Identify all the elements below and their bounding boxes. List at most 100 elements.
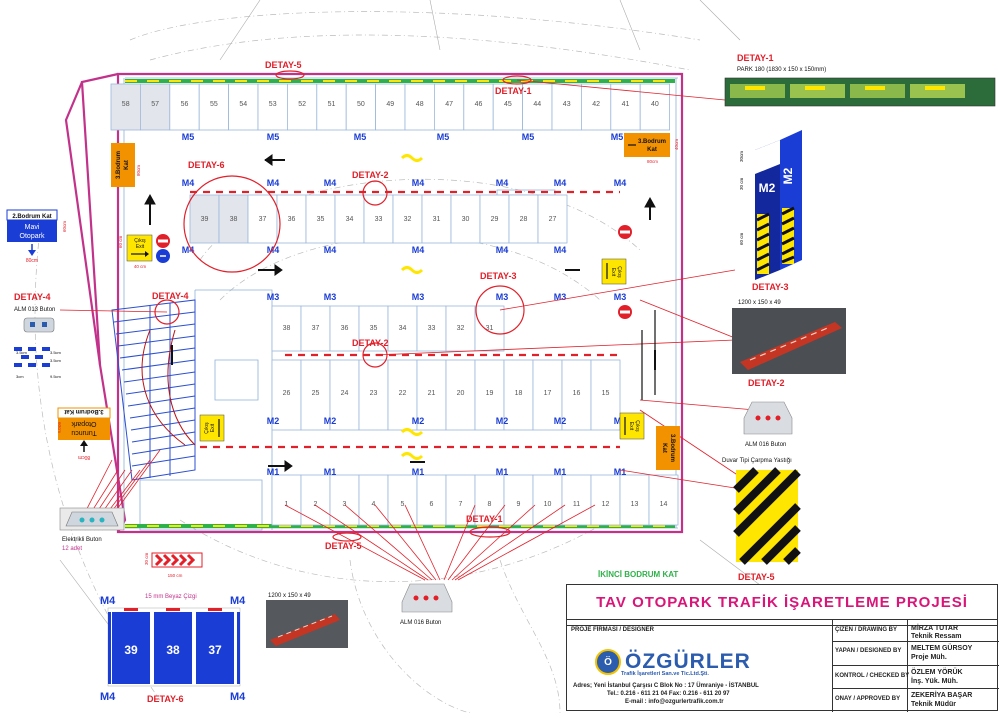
level-sign-line1: Mavi [25, 224, 40, 231]
parking-stall [421, 194, 452, 244]
d6-line-caption: 15 mm Beyaz Çizgi [145, 594, 197, 600]
stall-number: 48 [416, 101, 424, 108]
parking-stall [503, 474, 534, 526]
traffic-arrows [144, 154, 656, 472]
parking-stall [300, 305, 331, 352]
exit-sign-left: Çıkış Exit 40 cm 60 cm [118, 234, 153, 269]
parking-stall [358, 359, 389, 431]
level-sign-title: 2.Bodrum Kat [12, 214, 51, 220]
parking-stall [375, 83, 406, 131]
electric-button-count: 12 adet [62, 546, 82, 552]
parking-stall [581, 83, 612, 131]
exit-sign-middle: Çıkış Exit [199, 414, 225, 442]
parking-stall [561, 359, 592, 431]
stall-number: 20 [457, 390, 465, 397]
exit-text-en: Exit [628, 422, 634, 431]
parking-stall [532, 359, 563, 431]
approved-label: ONAY / APPROVED BY [835, 696, 901, 702]
column-marker: M4 [496, 178, 509, 188]
sign-line1: 3.Bodrum [116, 151, 122, 179]
d6-spot: 37 [208, 643, 222, 657]
level-sign-line2: Otopark [71, 420, 96, 427]
dim: 30 cm [739, 177, 744, 190]
parking-stall [474, 474, 505, 526]
company-name: ÖZGÜRLER [625, 650, 751, 673]
inner-lines [123, 77, 678, 531]
parking-stall [345, 83, 377, 131]
stall-number: 35 [317, 216, 325, 223]
column-marker: M4 [554, 178, 567, 188]
level-sign-dim: 80cm [78, 454, 90, 460]
orange-sign-left: 3.Bodrum Kat [111, 143, 135, 187]
checked-name: ÖZLEM YÖRÜK [911, 669, 963, 676]
detail-label: DETAY-2 [352, 338, 389, 348]
dim: 30cm [739, 151, 744, 162]
column-marker: M1 [412, 467, 425, 477]
column-marker: M4 [496, 245, 509, 255]
parking-stall [271, 359, 302, 431]
stall-number: 27 [549, 216, 557, 223]
exit-dim-v: 60 cm [118, 235, 123, 248]
divider [832, 665, 999, 666]
company-logo: Ö ÖZGÜRLER Trafik İşaretleri San.ve Tic.… [595, 649, 751, 677]
parking-stall [271, 305, 302, 352]
column-marker: M1 [267, 467, 280, 477]
sign-line2: Kat [661, 443, 667, 453]
detail1-title: DETAY-1 [737, 53, 774, 63]
parking-stall [329, 474, 360, 526]
stall-number: 36 [288, 216, 296, 223]
stall-number: 47 [445, 101, 453, 108]
detail3-column: M2 M2 30cm 30 cm 60 cm DETAY-3 [739, 130, 802, 292]
stall-number: 13 [631, 501, 639, 508]
stall-number: 49 [386, 101, 394, 108]
exit-text-tr: Çıkış [204, 422, 210, 434]
parking-stall [416, 474, 447, 526]
level-sign-line1: Turuncu [71, 429, 97, 436]
level-sign-dim-v: 60cm [57, 422, 62, 433]
stall-number: 57 [151, 101, 159, 108]
stall-number: 1 [285, 501, 289, 508]
stall-number: 34 [399, 325, 407, 332]
dim: 3.5cm [50, 358, 62, 363]
parking-stall [300, 474, 331, 526]
parking-stall [551, 83, 582, 131]
column-marker: M5 [611, 132, 624, 142]
parking-stall [537, 194, 568, 244]
stall-number: 46 [475, 101, 483, 108]
orange-dim-v: 40cm [674, 139, 679, 150]
red-dash-lines [190, 190, 620, 449]
chevron-sign: 150 cm 30 cm [144, 552, 203, 578]
stall-number: 32 [404, 216, 412, 223]
detail1-block: DETAY-1 PARK 180 (1830 x 150 x 150mm) [724, 53, 996, 107]
detail-label: DETAY-1 [495, 86, 532, 96]
dim: 3.5cm [16, 350, 28, 355]
stall-number: 38 [283, 325, 291, 332]
detail2-block: 1200 x 150 x 49 DETAY-2 [732, 300, 846, 388]
stall-number: 41 [622, 101, 630, 108]
dim: 9.5cm [50, 374, 62, 379]
detail5-block: Duvar Tipi Çarpma Yastığı DETAY-5 [722, 458, 801, 582]
detail6-title: DETAY-6 [147, 694, 184, 704]
level-sign-title: 3.Bodrum Kat [64, 408, 103, 414]
column-marker: M3 [324, 292, 337, 302]
d6-marker: M4 [230, 595, 246, 607]
column-marker: M5 [522, 132, 535, 142]
parking-stall [189, 194, 220, 244]
ramp [111, 299, 196, 481]
logo-icon: Ö [595, 649, 621, 675]
chevron-height: 30 cm [144, 552, 149, 565]
stall-number: 37 [259, 216, 267, 223]
stall-number: 28 [520, 216, 528, 223]
exit-text-tr: Çıkış [616, 266, 622, 278]
column-marker: M3 [614, 292, 627, 302]
stall-number: 39 [201, 216, 209, 223]
d6-spot: 38 [166, 643, 180, 657]
level-sign-dim-v: 60cm [62, 221, 67, 232]
stall-number: 7 [459, 501, 463, 508]
detail6-block: 39 38 37 M4 M4 M4 M4 15 mm Beyaz Çizgi D… [100, 594, 246, 704]
stall-number: 42 [592, 101, 600, 108]
stall-number: 33 [428, 325, 436, 332]
